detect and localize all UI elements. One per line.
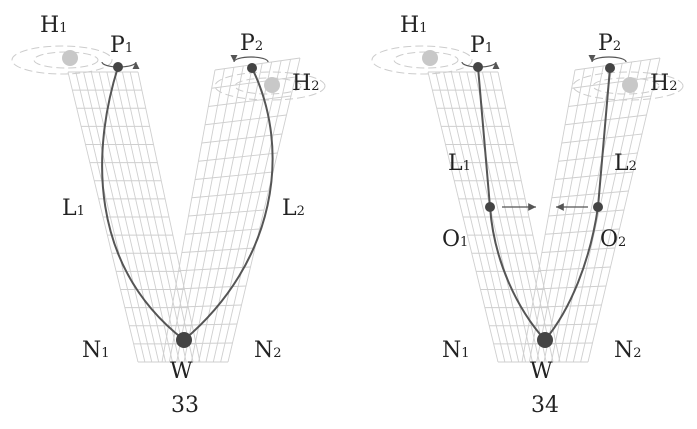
grid-line-transverse — [188, 209, 265, 217]
grid-line-transverse — [545, 228, 620, 235]
label-p1: P1 — [470, 33, 493, 58]
grid-line-transverse — [528, 323, 598, 326]
grid-line-transverse — [535, 285, 607, 290]
label-h1: H1 — [400, 13, 427, 38]
grid-line-transverse — [168, 323, 238, 326]
label-l1: L1 — [62, 196, 85, 221]
label-n1: N1 — [82, 338, 110, 363]
rotation-arrow-p2 — [588, 54, 627, 63]
h2-body — [264, 77, 280, 93]
grid-line-transverse — [198, 152, 278, 162]
curve-right — [544, 67, 611, 341]
grid-line-transverse — [551, 190, 629, 199]
dot-o1 — [485, 202, 495, 212]
grid-line-transverse — [214, 57, 301, 71]
label-l2: L2 — [282, 196, 305, 221]
grid-line-transverse — [205, 114, 287, 126]
dot-o2 — [593, 202, 603, 212]
label-h2: H2 — [292, 71, 319, 96]
grid-line-transverse — [561, 133, 643, 144]
rotation-arrow-p2 — [230, 54, 269, 63]
label-n2: N2 — [614, 338, 642, 363]
figure-caption: 34 — [531, 393, 559, 418]
grid-line-transverse — [165, 342, 233, 345]
label-h1: H1 — [40, 13, 67, 38]
dot-w — [537, 332, 553, 348]
grid-line-transverse — [211, 76, 296, 89]
label-l2: L2 — [614, 151, 637, 176]
panel-33: H1 P1 P2 H2 L1 L2 N1 N2 W 33 — [11, 13, 326, 418]
grid-line-transverse — [525, 342, 593, 345]
label-p2: P2 — [598, 31, 621, 56]
dot-p1 — [113, 62, 123, 72]
label-o1: O1 — [442, 227, 468, 252]
curve-left — [477, 66, 546, 341]
label-n1: N1 — [442, 338, 470, 363]
label-h2: H2 — [650, 71, 677, 96]
grid-line-transverse — [568, 95, 652, 107]
grid-line-transverse — [175, 285, 247, 290]
dot-w — [176, 332, 192, 348]
label-w: W — [530, 359, 553, 384]
grid-line-transverse — [548, 209, 625, 217]
grid-line-transverse — [208, 95, 292, 107]
grid-line-transverse — [538, 266, 611, 272]
grid-line-transverse — [195, 171, 274, 180]
h1-body — [62, 50, 78, 66]
grid-line-transverse — [185, 228, 260, 235]
grid-line-transverse — [171, 304, 242, 308]
h1-body — [422, 50, 438, 66]
panel-34: H1 P1 P2 H2 L1 L2 O1 O2 N1 N2 W 34 — [371, 13, 684, 418]
halo-h2 — [214, 71, 326, 101]
label-l1: L1 — [448, 151, 471, 176]
curve-right — [183, 67, 274, 341]
halo-h2 — [572, 71, 684, 101]
dot-p2 — [247, 63, 257, 73]
grid-line-transverse — [178, 266, 251, 272]
label-w: W — [170, 359, 193, 384]
grid-line-transverse — [555, 171, 634, 180]
h2-body — [622, 77, 638, 93]
label-o2: O2 — [600, 227, 626, 252]
halo-h1 — [11, 45, 113, 75]
grid-line-transverse — [541, 247, 616, 253]
grid-line-transverse — [201, 133, 283, 144]
curve-left — [101, 66, 185, 341]
halo-h1 — [371, 45, 473, 75]
figure-caption: 33 — [171, 393, 199, 418]
label-p2: P2 — [240, 31, 263, 56]
grid-strips — [67, 57, 661, 363]
label-p1: P1 — [110, 33, 133, 58]
grid-line-transverse — [191, 190, 269, 199]
grid-line-transverse — [181, 247, 256, 253]
label-n2: N2 — [254, 338, 282, 363]
dot-p1 — [473, 62, 483, 72]
grid-line-transverse — [574, 57, 661, 71]
grid-line-transverse — [558, 152, 638, 162]
dot-p2 — [605, 63, 615, 73]
